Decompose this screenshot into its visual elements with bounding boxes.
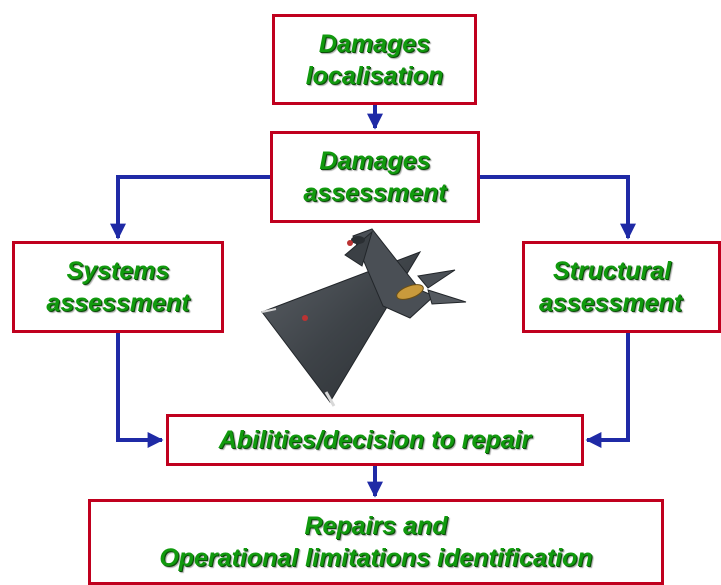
damages-localisation-line1: Damages	[318, 29, 431, 58]
damages-localisation-line2: localisation	[305, 61, 444, 90]
arrow-assessment-to-structural	[480, 175, 636, 240]
systems-assessment-line2: assessment	[46, 289, 190, 317]
repairs-line1: Repairs and	[304, 512, 448, 540]
damages-assessment-line1: Damages	[319, 147, 431, 175]
structural-assessment-box: Structural assessment	[522, 241, 721, 333]
structural-assessment-line2: assessment	[539, 289, 683, 317]
systems-assessment-line1: Systems	[66, 257, 170, 285]
structural-assessment-line1: Structural	[553, 257, 672, 285]
damages-assessment-box: Damages assessment	[270, 131, 480, 223]
arrow-assessment-to-systems	[110, 175, 270, 240]
arrow-systems-to-decision	[116, 333, 164, 448]
damages-assessment-line2: assessment	[303, 179, 447, 207]
damages-localisation-box: Damages localisation	[272, 14, 477, 105]
abilities-decision-label: Abilities/decision to repair	[218, 426, 532, 454]
repairs-line2: Operational limitations identification	[159, 544, 593, 572]
systems-assessment-box: Systems assessment	[12, 241, 224, 333]
abilities-decision-box: Abilities/decision to repair	[166, 414, 584, 466]
arrow-structural-to-decision	[585, 333, 630, 448]
repairs-box: Repairs and Operational limitations iden…	[88, 499, 664, 585]
